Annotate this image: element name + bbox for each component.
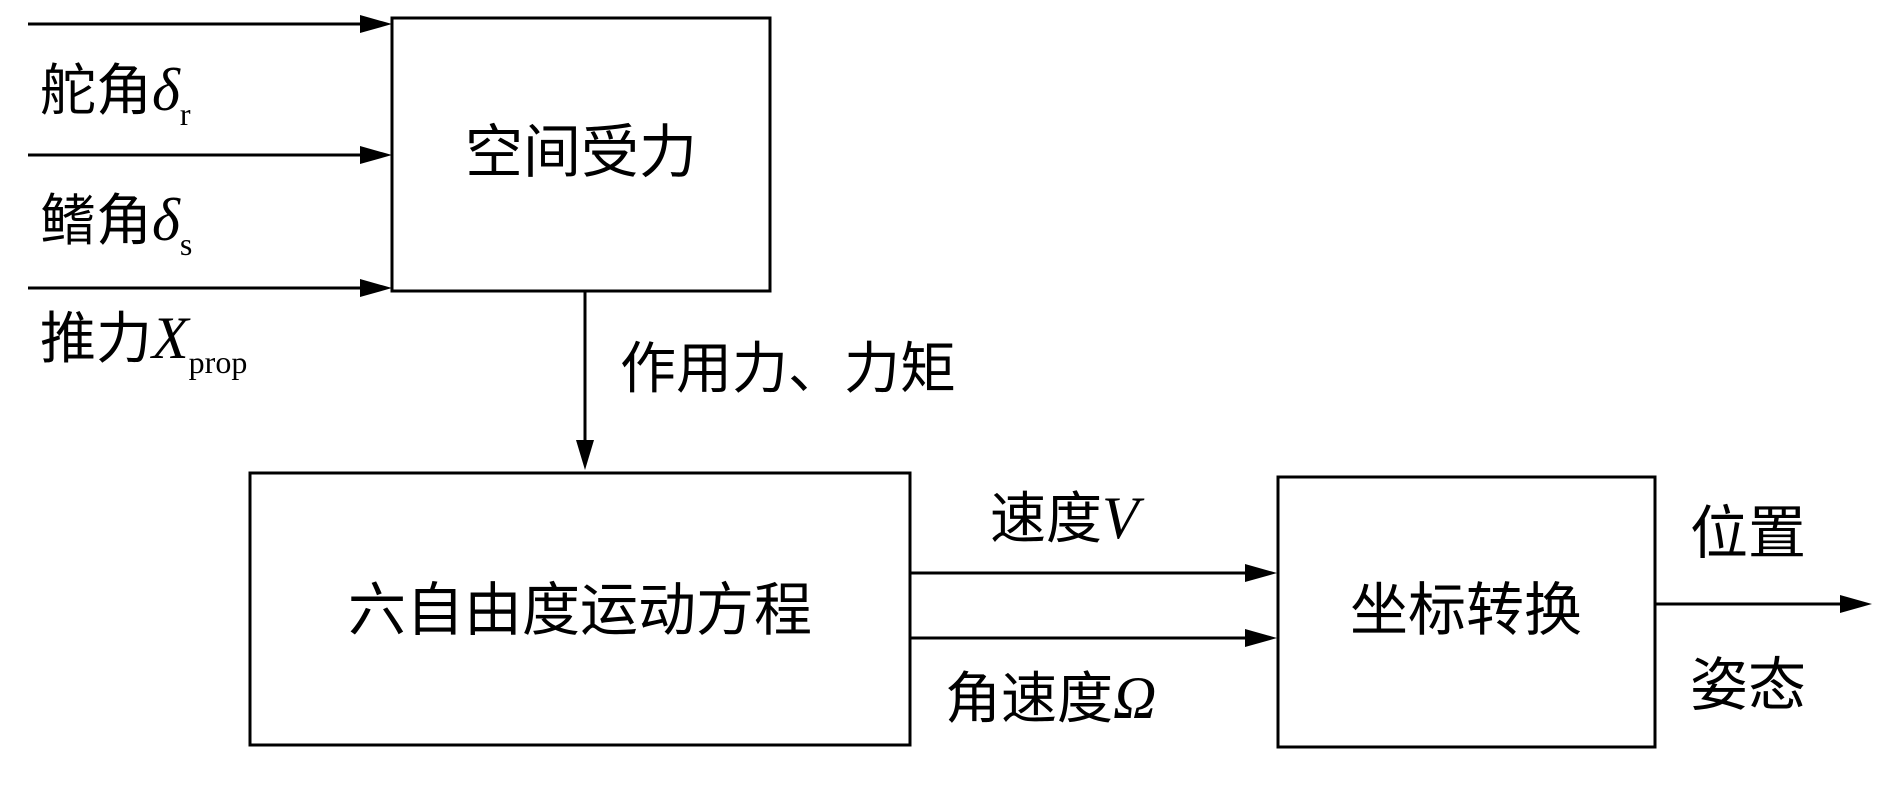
force-moment-label: 作用力、力矩 [620,337,956,402]
angular-velocity-label: 角速度Ω [945,665,1156,732]
rudder-angle-label: 舵角δr [40,57,191,132]
attitude-label: 姿态 [1690,651,1806,719]
fin-angle-label: 鳍角δs [40,187,192,262]
angular-velocity-arrow [910,629,1277,647]
six-dof-label: 六自由度运动方程 [348,576,812,644]
input-arrow-middle [28,146,392,164]
coord-transform-label: 坐标转换 [1350,576,1582,644]
input-arrow-top [28,15,392,33]
thrust-label: 推力Xprop [40,305,247,380]
input-arrow-bottom [28,279,392,297]
velocity-label: 速度V [990,485,1145,552]
coord-transform-block: 坐标转换 [1276,475,1657,749]
six-dof-block: 六自由度运动方程 [248,471,912,747]
force-moment-arrow [576,291,594,470]
position-label: 位置 [1690,499,1806,567]
velocity-arrow [910,564,1277,582]
spatial-force-block: 空间受力 [390,16,772,293]
output-arrow [1655,595,1872,613]
spatial-force-label: 空间受力 [465,118,697,186]
